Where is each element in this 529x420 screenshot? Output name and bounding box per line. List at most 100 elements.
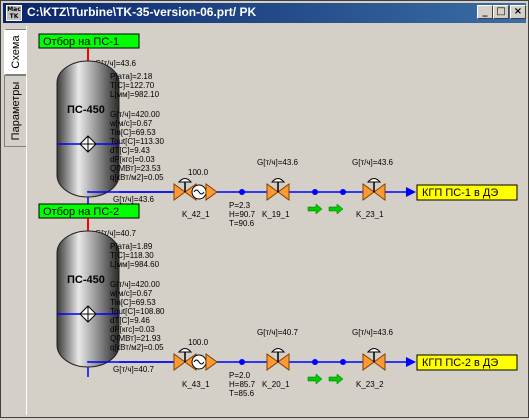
drain-flow: G[т/ч]=43.6 bbox=[113, 195, 155, 204]
heater-unit-2: Отбор на ПС-2G[т/ч]=40.7ПС-450P[ата]=1.8… bbox=[38, 203, 518, 398]
target-label-box[interactable] bbox=[416, 184, 518, 201]
valve1-left-wing bbox=[266, 183, 279, 201]
target-label: КГП ПС-2 в ДЭ bbox=[422, 357, 498, 369]
tab-parameters[interactable]: Параметры bbox=[4, 75, 26, 147]
valve1-reading: H=85.7 bbox=[229, 380, 256, 389]
valve1-label: K_20_1 bbox=[262, 380, 290, 389]
param-top: T[C]=118.30 bbox=[110, 251, 154, 260]
valve1[interactable] bbox=[266, 178, 290, 201]
param-bottom: G[т/ч]=420.00 bbox=[110, 280, 160, 289]
valve1-actuator bbox=[270, 178, 286, 183]
window-title: C:\KTZ\Turbine\TK-35-version-06.prt/ PK bbox=[27, 5, 257, 19]
pump-valve-right bbox=[205, 183, 218, 201]
param-bottom: dT[C]=9.43 bbox=[110, 146, 150, 155]
valve1-reading: P=2.3 bbox=[229, 201, 251, 210]
valve2-flow: G[т/ч]=43.6 bbox=[352, 158, 394, 167]
valve2-right-wing bbox=[373, 183, 386, 201]
flow-direction-icon bbox=[406, 187, 416, 197]
steam-flow: G[т/ч]=40.7 bbox=[95, 229, 137, 238]
steam-flow: G[т/ч]=43.6 bbox=[95, 59, 137, 68]
param-bottom: Tin[C]=69.53 bbox=[110, 128, 156, 137]
valve2-left-wing bbox=[362, 183, 375, 201]
flow-arrow-icon bbox=[328, 203, 344, 215]
pump-wave bbox=[193, 359, 205, 365]
junction-dot bbox=[340, 359, 346, 365]
valve2-label: K_23_2 bbox=[356, 380, 384, 389]
param-bottom: dP[кгс]=0.03 bbox=[110, 325, 155, 334]
heater-name: ПС-450 bbox=[67, 274, 105, 286]
pump-value: 100.0 bbox=[188, 338, 209, 347]
maximize-button[interactable]: □ bbox=[493, 5, 509, 19]
param-bottom: Tout[C]=108.80 bbox=[110, 307, 165, 316]
junction-dot bbox=[312, 359, 318, 365]
flow-direction-icon bbox=[406, 357, 416, 367]
valve2-actuator bbox=[366, 348, 382, 353]
valve1-reading: T=90.6 bbox=[229, 219, 255, 228]
heater-unit-1: Отбор на ПС-1G[т/ч]=43.6ПС-450P[ата]=2.1… bbox=[38, 33, 518, 228]
valve1-reading: P=2.0 bbox=[229, 371, 251, 380]
drain-flow: G[т/ч]=40.7 bbox=[113, 365, 155, 374]
param-bottom: Q[МВт]=23.53 bbox=[110, 164, 161, 173]
pump-wave bbox=[193, 189, 205, 195]
pump-valve-left-actuator bbox=[177, 348, 193, 353]
junction-dot bbox=[340, 189, 346, 195]
param-bottom: dT[C]=9.46 bbox=[110, 316, 150, 325]
tab-parameters-label: Параметры bbox=[9, 81, 22, 141]
close-button[interactable]: × bbox=[510, 5, 526, 19]
tab-schema-label: Схема bbox=[10, 35, 22, 69]
title-bar[interactable]: Mac TK C:\KTZ\Turbine\TK-35-version-06.p… bbox=[3, 3, 526, 23]
valve2[interactable] bbox=[362, 178, 386, 201]
junction-dot bbox=[239, 359, 245, 365]
app-icon[interactable]: Mac TK bbox=[6, 5, 22, 21]
param-top: T[C]=122.70 bbox=[110, 81, 155, 90]
valve1-label: K_19_1 bbox=[262, 210, 290, 219]
param-bottom: dP[кгс]=0.03 bbox=[110, 155, 155, 164]
pump-valve-left-actuator bbox=[177, 178, 193, 183]
valve2-left-wing bbox=[362, 353, 375, 371]
valve1-left-wing bbox=[266, 353, 279, 371]
flow-arrow-icon bbox=[328, 373, 344, 385]
junction-dot bbox=[312, 189, 318, 195]
pump-label: K_42_1 bbox=[182, 210, 210, 219]
schema-diagram: Отбор на ПС-1G[т/ч]=43.6ПС-450P[ата]=2.1… bbox=[38, 33, 518, 398]
param-bottom: Tin[C]=69.53 bbox=[110, 298, 156, 307]
valve2-actuator bbox=[366, 178, 382, 183]
target-label-box[interactable] bbox=[416, 354, 518, 371]
valve1[interactable] bbox=[266, 348, 290, 371]
param-bottom: G[т/ч]=420.00 bbox=[110, 110, 160, 119]
valve1-reading: T=85.6 bbox=[229, 389, 255, 398]
param-bottom: q[кВт/м2]=0.05 bbox=[110, 343, 164, 352]
valve1-actuator bbox=[270, 348, 286, 353]
pump-value: 100.0 bbox=[188, 168, 209, 177]
param-top: L[мм]=982.10 bbox=[110, 90, 160, 99]
valve1-reading: H=90.7 bbox=[229, 210, 256, 219]
pump-valve-left-left-wing bbox=[173, 353, 186, 371]
flow-arrow-icon bbox=[307, 203, 323, 215]
target-label: КГП ПС-1 в ДЭ bbox=[422, 187, 498, 199]
pump-label: K_43_1 bbox=[182, 380, 210, 389]
param-bottom: Q[МВт]=21.93 bbox=[110, 334, 161, 343]
pump-valve-left-left-wing bbox=[173, 183, 186, 201]
valve1-flow: G[т/ч]=43.6 bbox=[257, 158, 299, 167]
tab-schema[interactable]: Схема bbox=[4, 29, 26, 75]
valve2-right-wing bbox=[373, 353, 386, 371]
pump-valve-right bbox=[205, 353, 218, 371]
minimize-button[interactable]: _ bbox=[477, 5, 493, 19]
param-top: L[мм]=984.60 bbox=[110, 260, 160, 269]
param-bottom: Tout[C]=113.30 bbox=[110, 137, 164, 146]
junction-dot bbox=[239, 189, 245, 195]
valve1-right-wing bbox=[277, 353, 290, 371]
extraction-label: Отбор на ПС-2 bbox=[43, 206, 119, 218]
valve2-label: K_23_1 bbox=[356, 210, 384, 219]
valve1-flow: G[т/ч]=40.7 bbox=[257, 328, 299, 337]
valve1-right-wing bbox=[277, 183, 290, 201]
valve2-flow: G[т/ч]=43.6 bbox=[352, 328, 394, 337]
param-top: P[ата]=1.89 bbox=[110, 242, 153, 251]
valve2[interactable] bbox=[362, 348, 386, 371]
param-top: P[ата]=2.18 bbox=[110, 72, 153, 81]
param-bottom: w[м/с]=0.67 bbox=[109, 289, 153, 298]
flow-arrow-icon bbox=[307, 373, 323, 385]
param-bottom: q[кВт/м2]=0.05 bbox=[110, 173, 164, 182]
